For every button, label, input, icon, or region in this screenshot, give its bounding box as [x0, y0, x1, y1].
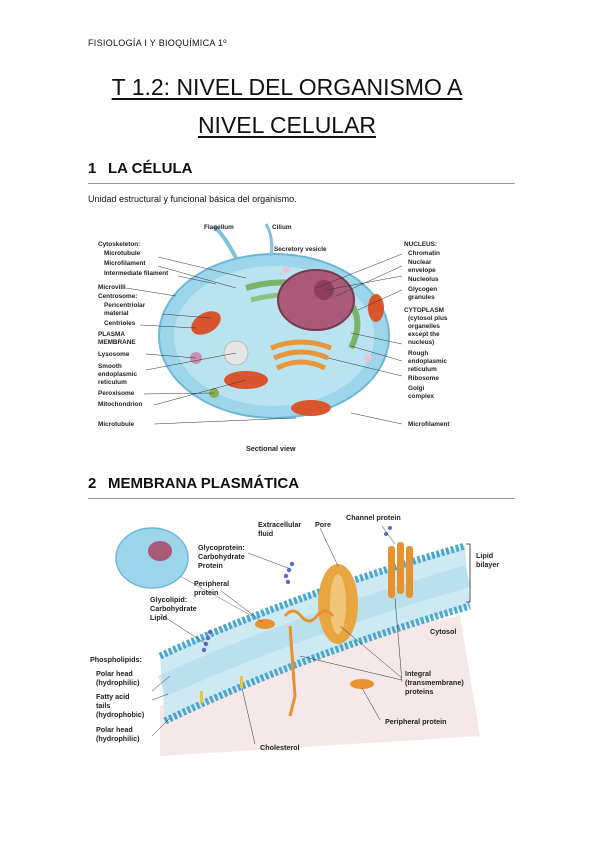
label-peripheral: Peripheral	[194, 579, 229, 588]
label-envelope: envelope	[408, 267, 436, 274]
label-glycolipid: Glycolipid:	[150, 595, 187, 604]
label-ribosome: Ribosome	[408, 375, 439, 382]
label-polar-head-bottom: Polar head	[96, 725, 133, 734]
cilium	[264, 223, 274, 257]
label-endoplasmic: endoplasmic	[98, 371, 138, 378]
label-hydrophilic: (hydrophilic)	[96, 678, 140, 687]
label-proteins: proteins	[405, 687, 433, 696]
section-title: LA CÉLULA	[108, 160, 193, 177]
plasma-membrane-diagram: Extracellular fluid Pore Channel protein…	[90, 506, 510, 766]
label-extracellular: Extracellular	[258, 520, 301, 529]
page-title-line-1: T 1.2: NIVEL DEL ORGANISMO A	[111, 74, 463, 100]
label-microtubule: Microtubule	[104, 250, 141, 257]
label-microfilament: Microfilament	[104, 260, 146, 267]
peripheral-protein	[350, 679, 374, 689]
label-centrosome: Centrosome:	[98, 293, 137, 300]
carbohydrate-chain	[201, 526, 392, 653]
section-number: 2	[88, 475, 97, 492]
label-smooth: Smooth	[98, 363, 122, 370]
label-microfilament-right: Microfilament	[408, 421, 450, 428]
section-title: MEMBRANA PLASMÁTICA	[108, 475, 300, 492]
label-nucleolus: Nucleolus	[408, 276, 439, 283]
pore-protein	[318, 564, 358, 644]
label-flagellum: Flagellum	[204, 224, 234, 231]
label-cytosol-plus: (cytosol plus	[408, 315, 448, 322]
label-intermediate-filament: Intermediate filament	[104, 270, 169, 277]
label-glycolipid-lipid: Lipid	[150, 613, 167, 622]
document-header: FISIOLOGÍA I Y BIOQUÍMICA 1º	[88, 38, 227, 48]
section-number: 1	[88, 160, 97, 177]
peripheral-protein	[255, 619, 275, 629]
label-lysosome: Lysosome	[98, 351, 130, 358]
flagellum	[212, 224, 238, 259]
section-1-heading: 1 LA CÉLULA	[88, 160, 515, 184]
label-golgi: Golgi	[408, 385, 425, 392]
label-hydrophilic-bottom: (hydrophilic)	[96, 734, 140, 743]
label-microtubule-bottom: Microtubule	[98, 421, 135, 428]
label-plasma: PLASMA	[98, 331, 125, 338]
secretory-vesicle	[282, 266, 290, 274]
label-glycoprotein-carbohydrate: Carbohydrate	[198, 552, 245, 561]
label-peripheral-protein-top: protein	[194, 588, 218, 597]
label-polar-head: Polar head	[96, 669, 133, 678]
label-glycolipid-carbohydrate: Carbohydrate	[150, 604, 197, 613]
label-chromatin: Chromatin	[408, 250, 440, 257]
label-membrane: MEMBRANE	[98, 339, 136, 346]
label-glycoprotein: Glycoprotein:	[198, 543, 245, 552]
nucleus	[277, 269, 355, 331]
label-phospholipids: Phospholipids:	[90, 655, 142, 664]
label-material: material	[104, 310, 129, 317]
golgi-complex	[270, 339, 332, 351]
label-secretory-vesicle: Secretory vesicle	[274, 246, 327, 253]
label-complex: complex	[408, 393, 434, 400]
label-cilium: Cilium	[272, 224, 292, 231]
label-channel-protein: Channel protein	[346, 513, 401, 522]
label-glycogen: Glycogen	[408, 286, 437, 293]
label-transmembrane: (transmembrane)	[405, 678, 464, 687]
label-organelles: organelles	[408, 323, 440, 330]
cytosol-region	[160, 616, 480, 756]
label-bilayer: bilayer	[476, 560, 499, 569]
integral-protein	[283, 609, 335, 717]
label-granules: granules	[408, 294, 435, 301]
label-nucleus: NUCLEUS:	[404, 241, 437, 248]
label-mitochondrion: Mitochondrion	[98, 401, 142, 408]
cell-diagram: Cytoskeleton: Microtubule Microfilament …	[96, 218, 466, 463]
label-cytosol: Cytosol	[430, 627, 456, 636]
label-peroxisome: Peroxisome	[98, 390, 135, 397]
label-fluid: fluid	[258, 529, 273, 538]
label-integral: Integral	[405, 669, 431, 678]
label-cholesterol: Cholesterol	[260, 743, 300, 752]
page-title-line-2: NIVEL CELULAR	[197, 112, 377, 138]
label-rough: Rough	[408, 350, 428, 357]
label-pericentriolar: Pericentriolar	[104, 302, 146, 309]
label-nucleus-paren: nucleus)	[408, 339, 434, 346]
cholesterol	[240, 676, 243, 688]
label-microvilli: Microvilli	[98, 284, 126, 291]
mitochondrion	[368, 294, 384, 322]
label-lipid: Lipid	[476, 551, 493, 560]
label-glycoprotein-protein: Protein	[198, 561, 223, 570]
nucleolus	[314, 280, 334, 300]
label-pore: Pore	[315, 520, 331, 529]
channel-protein	[388, 542, 413, 598]
label-hydrophobic: (hydrophobic)	[96, 710, 145, 719]
label-fatty-acid: Fatty acid	[96, 692, 130, 701]
label-rough-reticulum: reticulum	[408, 366, 437, 373]
label-rough-endoplasmic: endoplasmic	[408, 358, 448, 365]
section-2-heading: 2 MEMBRANA PLASMÁTICA	[88, 475, 515, 499]
label-peripheral-protein: Peripheral protein	[385, 717, 447, 726]
label-cytoskeleton: Cytoskeleton:	[98, 241, 140, 248]
label-cytoplasm: CYTOPLASM	[404, 307, 444, 314]
figure-caption: Sectional view	[246, 444, 296, 453]
label-tails: tails	[96, 701, 110, 710]
label-centrioles: Centrioles	[104, 320, 136, 327]
label-except-the: except the	[408, 331, 440, 338]
label-nuclear: Nuclear	[408, 259, 432, 266]
label-reticulum: reticulum	[98, 379, 127, 386]
mitochondrion	[291, 400, 331, 416]
section-1-description: Unidad estructural y funcional básica de…	[88, 194, 297, 204]
